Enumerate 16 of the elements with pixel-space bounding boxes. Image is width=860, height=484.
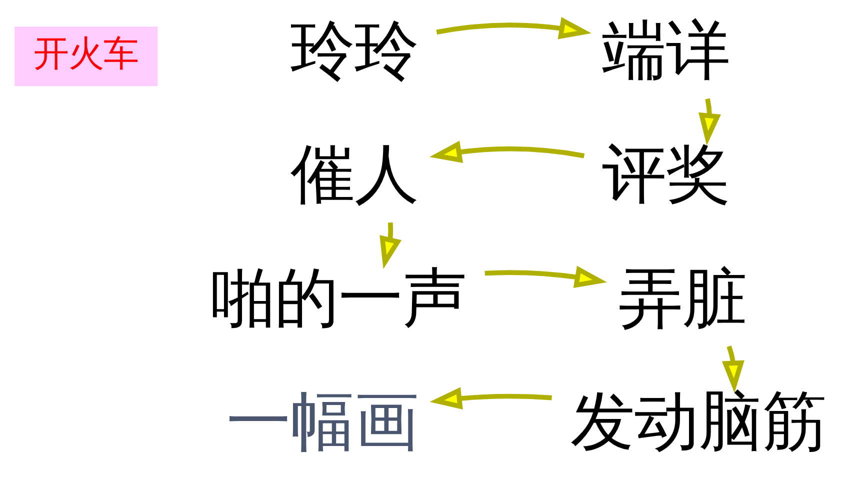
node-text: 端详 <box>602 13 730 88</box>
node-text: 催人 <box>290 137 418 212</box>
arrow <box>722 345 744 393</box>
arrow <box>436 17 592 40</box>
node-text: 玲玲 <box>290 13 418 88</box>
node-text: 弄脏 <box>618 260 746 336</box>
arrow <box>430 387 552 410</box>
arrow <box>429 140 585 163</box>
arrow <box>484 266 607 288</box>
node-text: 评奖 <box>602 137 730 212</box>
arrow <box>380 222 402 270</box>
node-text: 一幅画 <box>226 384 418 460</box>
node-text: 发动脑筋 <box>570 384 826 460</box>
node-box: 开火车 <box>14 26 158 86</box>
node-text: 啪的一声 <box>210 260 466 336</box>
arrow <box>698 98 721 146</box>
